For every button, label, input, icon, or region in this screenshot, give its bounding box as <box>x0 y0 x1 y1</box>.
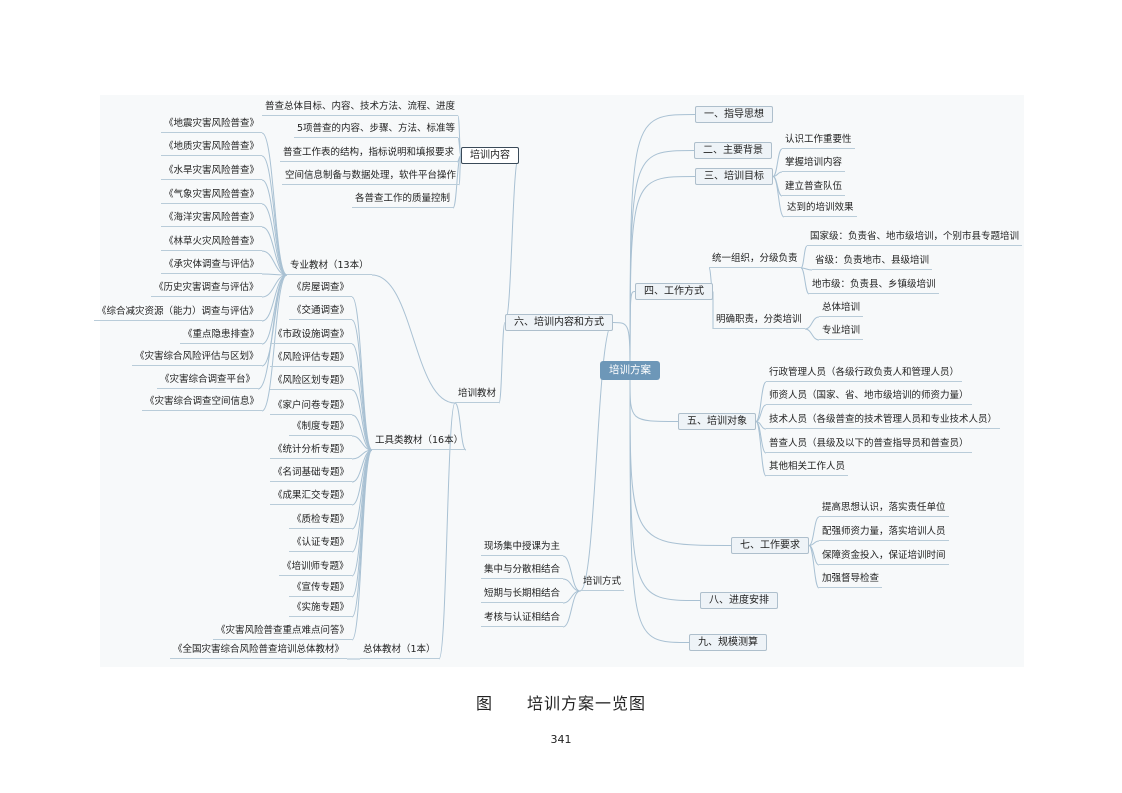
pro-material-item[interactable]: 《灾害综合调查平台》 <box>157 373 259 389</box>
node-seven[interactable]: 七、工作要求 <box>731 537 809 554</box>
requirement-item[interactable]: 加强督导检查 <box>819 572 883 588</box>
pro-material-item[interactable]: 《承灾体调查与评估》 <box>161 258 263 274</box>
pro-material-item[interactable]: 《重点隐患排查》 <box>180 328 263 344</box>
node-nine[interactable]: 九、规模测算 <box>689 634 767 651</box>
level-item[interactable]: 国家级：负责省、地市级培训，个别市县专题培训 <box>807 230 1023 246</box>
level-item[interactable]: 省级：负责地市、县级培训 <box>812 254 933 270</box>
node-general-materials[interactable]: 总体教材（1本） <box>360 643 439 659</box>
tool-material-item[interactable]: 《质检专题》 <box>289 513 353 529</box>
node-two[interactable]: 二、主要背景 <box>694 142 772 159</box>
node-clear-duties[interactable]: 明确职责，分类培训 <box>713 313 805 329</box>
tool-material-item[interactable]: 《统计分析专题》 <box>270 443 353 459</box>
pro-material-item[interactable]: 《历史灾害调查与评估》 <box>151 281 262 297</box>
pro-material-item[interactable]: 《海洋灾害风险普查》 <box>161 211 263 227</box>
general-material-item[interactable]: 《全国灾害综合风险普查培训总体教材》 <box>170 643 348 659</box>
figure-caption: 图 培训方案一览图 <box>475 694 646 713</box>
pro-material-item[interactable]: 《林草火灾风险普查》 <box>161 235 263 251</box>
requirement-item[interactable]: 提高思想认识，落实责任单位 <box>819 501 949 517</box>
tool-material-item[interactable]: 《灾害风险普查重点难点问答》 <box>213 624 353 640</box>
tool-material-item[interactable]: 《名词基础专题》 <box>270 466 353 482</box>
method-item[interactable]: 现场集中授课为主 <box>481 540 564 556</box>
tool-material-item[interactable]: 《风险区划专题》 <box>270 374 353 390</box>
pro-material-item[interactable]: 《水旱灾害风险普查》 <box>161 164 263 180</box>
tool-material-item[interactable]: 《认证专题》 <box>289 536 353 552</box>
pro-material-item[interactable]: 《地质灾害风险普查》 <box>161 140 263 156</box>
node-eight[interactable]: 八、进度安排 <box>700 592 778 609</box>
tool-material-item[interactable]: 《风险评估专题》 <box>270 351 353 367</box>
content-item[interactable]: 空间信息制备与数据处理，软件平台操作 <box>282 169 460 185</box>
content-item[interactable]: 普查总体目标、内容、技术方法、流程、进度 <box>262 100 459 116</box>
page-number: 341 <box>550 733 572 746</box>
audience-item[interactable]: 行政管理人员（各级行政负责人和管理人员） <box>766 366 963 382</box>
node-three[interactable]: 三、培训目标 <box>695 168 773 185</box>
pro-material-item[interactable]: 《气象灾害风险普查》 <box>161 188 263 204</box>
method-item[interactable]: 集中与分散相结合 <box>481 563 564 579</box>
duty-item[interactable]: 专业培训 <box>819 324 864 340</box>
node-training-method[interactable]: 培训方式 <box>580 575 625 591</box>
audience-item[interactable]: 其他相关工作人员 <box>766 460 849 476</box>
tool-material-item[interactable]: 《房屋调查》 <box>289 281 353 297</box>
node-six[interactable]: 六、培训内容和方式 <box>505 314 613 331</box>
node-tool-materials[interactable]: 工具类教材（16本） <box>372 434 467 450</box>
requirement-item[interactable]: 配强师资力量，落实培训人员 <box>819 525 949 541</box>
tool-material-item[interactable]: 《市政设施调查》 <box>270 328 353 344</box>
pro-material-item[interactable]: 《灾害综合调查空间信息》 <box>142 395 263 411</box>
pro-material-item[interactable]: 《地震灾害风险普查》 <box>161 117 263 133</box>
node-five[interactable]: 五、培训对象 <box>678 413 756 430</box>
audience-item[interactable]: 普查人员（县级及以下的普查指导员和普查员） <box>766 437 972 453</box>
node-four[interactable]: 四、工作方式 <box>635 283 713 300</box>
content-item[interactable]: 普查工作表的结构，指标说明和填报要求 <box>280 146 458 162</box>
content-item[interactable]: 5项普查的内容、步骤、方法、标准等 <box>294 122 459 138</box>
node-training-content[interactable]: 培训内容 <box>461 147 519 164</box>
goal-item[interactable]: 认识工作重要性 <box>782 133 855 149</box>
duty-item[interactable]: 总体培训 <box>819 301 864 317</box>
goal-item[interactable]: 达到的培训效果 <box>784 201 857 217</box>
root-node[interactable]: 培训方案 <box>600 361 660 380</box>
audience-item[interactable]: 技术人员（各级普查的技术管理人员和专业技术人员） <box>766 413 1001 429</box>
tool-material-item[interactable]: 《制度专题》 <box>289 420 353 436</box>
node-unified-org[interactable]: 统一组织，分级负责 <box>709 252 801 268</box>
audience-item[interactable]: 师资人员（国家、省、地市级培训的师资力量） <box>766 389 972 405</box>
node-pro-materials[interactable]: 专业教材（13本） <box>287 259 372 275</box>
method-item[interactable]: 考核与认证相结合 <box>481 611 564 627</box>
level-item[interactable]: 地市级：负责县、乡镇级培训 <box>809 278 939 294</box>
pro-material-item[interactable]: 《灾害综合风险评估与区划》 <box>132 350 262 366</box>
tool-material-item[interactable]: 《实施专题》 <box>289 601 353 617</box>
method-item[interactable]: 短期与长期相结合 <box>481 587 564 603</box>
node-one[interactable]: 一、指导思想 <box>695 106 773 123</box>
goal-item[interactable]: 建立普查队伍 <box>782 180 846 196</box>
tool-material-item[interactable]: 《成果汇交专题》 <box>270 489 353 505</box>
tool-material-item[interactable]: 《交通调查》 <box>289 304 353 320</box>
goal-item[interactable]: 掌握培训内容 <box>782 156 846 172</box>
requirement-item[interactable]: 保障资金投入，保证培训时间 <box>819 549 949 565</box>
tool-material-item[interactable]: 《家户问卷专题》 <box>270 399 353 415</box>
tool-material-item[interactable]: 《培训师专题》 <box>279 560 352 576</box>
tool-material-item[interactable]: 《宣传专题》 <box>289 581 353 597</box>
node-training-materials[interactable]: 培训教材 <box>455 387 500 403</box>
pro-material-item[interactable]: 《综合减灾资源（能力）调查与评估》 <box>94 305 262 321</box>
content-item[interactable]: 各普查工作的质量控制 <box>352 192 454 208</box>
